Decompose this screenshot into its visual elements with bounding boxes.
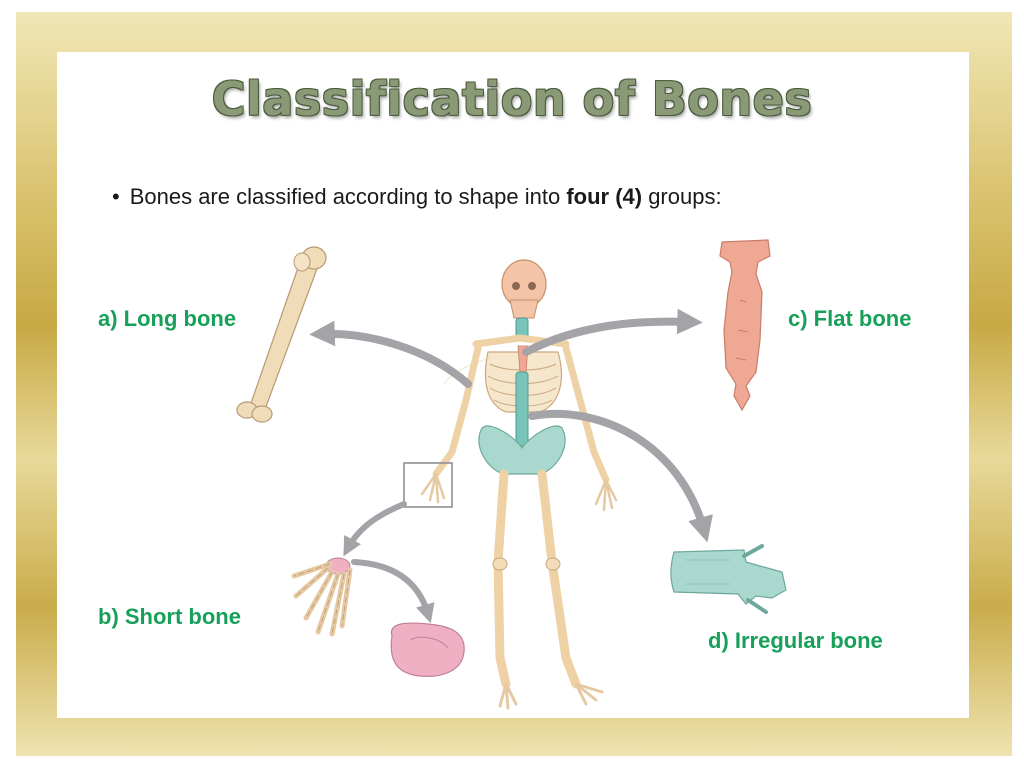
long-bone-femur-image: [236, 246, 327, 423]
label-short-bone: b) Short bone: [98, 604, 241, 629]
arrow-to-irregular-bone: [528, 409, 713, 543]
slide-title: Classification of Bones: [211, 72, 813, 126]
short-bone-carpal-image: [390, 622, 465, 677]
bullet-text: • Bones are classified according to shape…: [112, 184, 722, 210]
flat-bone-sternum-image: [719, 239, 771, 412]
bullet-text-after: groups:: [642, 184, 722, 209]
arrow-to-flat-bone: [522, 308, 703, 356]
arrow-to-short-bone: [351, 559, 435, 624]
skeleton-figure-image: [420, 259, 618, 710]
label-long-bone: a) Long bone: [98, 306, 237, 331]
hand-bones-image: [291, 557, 353, 637]
bullet-text-bold: four (4): [566, 184, 643, 209]
label-flat-bone: c) Flat bone: [788, 306, 912, 331]
label-irregular-bone: d) Irregular bone: [708, 628, 883, 653]
bullet-dot: •: [112, 184, 120, 209]
bullet-text-before: Bones are classified according to shape …: [129, 184, 567, 209]
hand-highlight-box: [403, 462, 453, 508]
irregular-bone-vertebra-image: [670, 544, 787, 614]
arrow-to-long-bone: [309, 320, 472, 388]
arrow-to-hand-bones: [343, 501, 407, 557]
